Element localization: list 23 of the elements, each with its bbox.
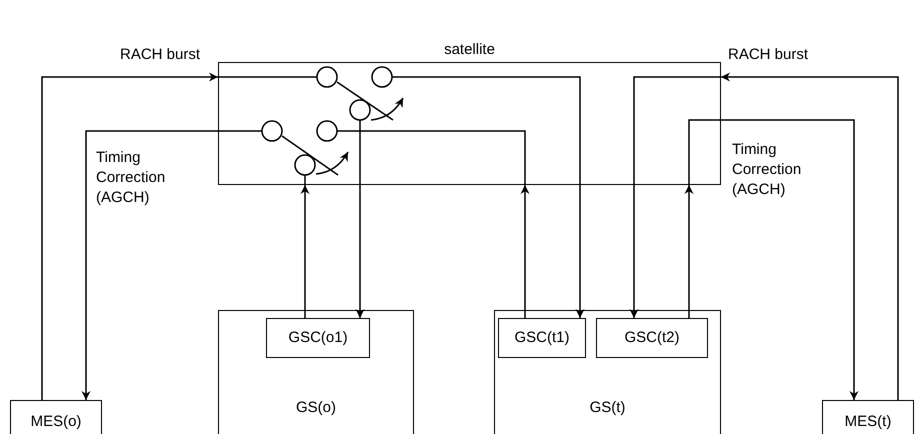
arrow bbox=[721, 119, 858, 400]
node-label: GSC(o1) bbox=[288, 329, 348, 347]
arrow bbox=[684, 185, 694, 318]
node-label: GS(o) bbox=[296, 399, 336, 417]
station-box bbox=[218, 310, 414, 434]
station-box bbox=[596, 318, 708, 358]
node-label: MES(t) bbox=[844, 413, 892, 431]
arrow bbox=[721, 72, 899, 400]
station-box bbox=[498, 318, 586, 358]
arrow bbox=[576, 185, 584, 318]
node-label: GSC(t1) bbox=[514, 329, 570, 347]
satellite-label: satellite bbox=[444, 41, 495, 59]
arrow bbox=[82, 130, 218, 400]
node-label: MES(o) bbox=[30, 413, 82, 431]
arrow bbox=[630, 185, 638, 318]
arrow bbox=[41, 72, 218, 400]
arrow bbox=[300, 185, 310, 318]
station-box bbox=[494, 310, 721, 434]
node-label: GS(t) bbox=[590, 399, 626, 417]
node-label: GSC(t2) bbox=[624, 329, 680, 347]
arrow bbox=[356, 185, 364, 318]
station-box bbox=[266, 318, 370, 358]
arrow bbox=[520, 185, 530, 318]
